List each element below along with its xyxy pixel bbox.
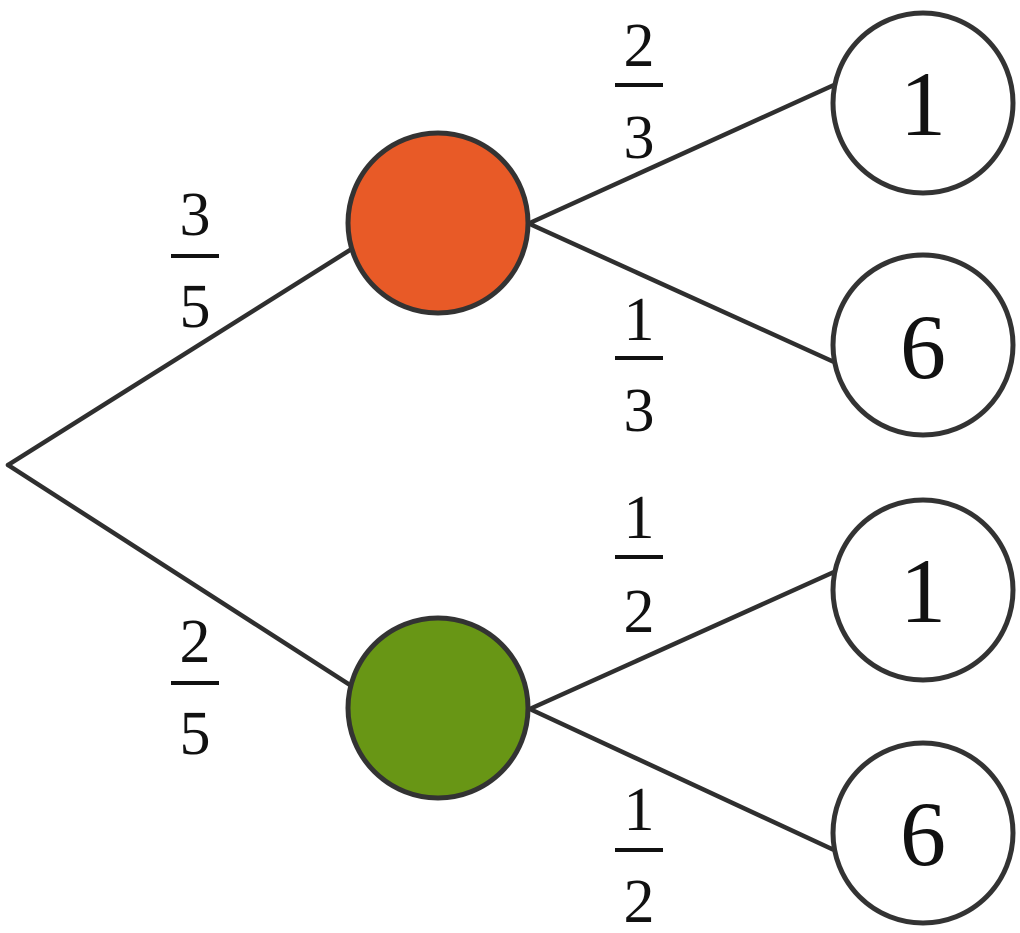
fraction-numerator: 2 [624,12,655,80]
green-node [345,615,531,801]
leaf-node [830,10,1016,196]
probability-label-root-orange: 3 5 [171,181,219,341]
probability-label-root-green: 2 5 [171,608,219,768]
edge-root-green [5,462,353,688]
edge-green-leaf-1 [529,569,837,711]
edge-orange-leaf-6 [529,222,837,365]
edge-green-leaf-6 [529,707,837,853]
fraction-numerator: 1 [624,286,655,354]
leaf-label: 1 [900,53,946,155]
fraction-denominator: 3 [624,377,655,445]
fraction-denominator: 5 [180,700,211,768]
fraction-denominator: 3 [624,104,655,172]
probability-label-green-1: 1 2 [615,484,663,646]
leaf-label: 1 [900,540,946,642]
probability-label-orange-6: 1 3 [615,286,663,445]
edge-root-orange [5,247,353,468]
fraction-numerator: 1 [624,484,655,552]
leaf-node [830,252,1016,438]
fraction-numerator: 3 [180,181,211,249]
fraction-denominator: 5 [180,273,211,341]
fraction-denominator: 2 [624,868,655,933]
fraction-numerator: 2 [180,608,211,676]
leaf-label: 6 [900,296,946,398]
edge-orange-leaf-1 [529,82,837,225]
leaf-node [830,740,1016,926]
probability-label-green-6: 1 2 [615,776,663,933]
leaf-node [830,497,1016,683]
fraction-denominator: 2 [624,578,655,646]
probability-label-orange-1: 2 3 [615,12,663,172]
fraction-numerator: 1 [624,776,655,844]
orange-node [345,130,531,316]
leaf-label: 6 [900,783,946,885]
